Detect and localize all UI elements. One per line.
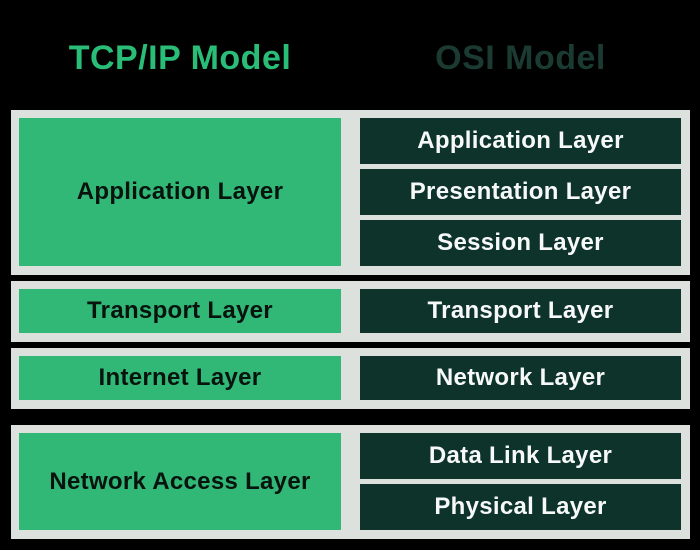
mapping-row-transport: Transport Layer Transport Layer (11, 281, 690, 342)
osi-layer-presentation: Presentation Layer (360, 169, 681, 215)
mapping-row-internet: Internet Layer Network Layer (11, 348, 690, 409)
osi-stack-network-access: Data Link Layer Physical Layer (360, 433, 681, 530)
osi-layer-network: Network Layer (360, 356, 681, 400)
osi-layer-application-label: Application Layer (417, 127, 624, 154)
osi-stack-transport: Transport Layer (360, 289, 681, 333)
osi-layer-physical-label: Physical Layer (434, 493, 607, 520)
osi-layer-transport-label: Transport Layer (427, 297, 614, 324)
tcpip-layer-network-access: Network Access Layer (19, 433, 341, 530)
tcpip-layer-application-label: Application Layer (76, 178, 284, 205)
osi-layer-physical: Physical Layer (360, 484, 681, 530)
osi-layer-session-label: Session Layer (437, 229, 604, 256)
mapping-row-application: Application Layer Application Layer Pres… (11, 110, 690, 275)
osi-layer-data-link: Data Link Layer (360, 433, 681, 479)
osi-stack-internet: Network Layer (360, 356, 681, 400)
tcpip-layer-transport: Transport Layer (19, 289, 341, 333)
osi-layer-session: Session Layer (360, 220, 681, 266)
tcpip-layer-network-access-label: Network Access Layer (49, 467, 311, 495)
tcpip-model-title: TCP/IP Model (68, 39, 292, 77)
mapping-row-network-access: Network Access Layer Data Link Layer Phy… (11, 425, 690, 539)
osi-layer-presentation-label: Presentation Layer (409, 178, 632, 205)
osi-layer-data-link-label: Data Link Layer (428, 442, 613, 469)
osi-layer-network-label: Network Layer (435, 364, 606, 391)
tcpip-layer-internet-label: Internet Layer (98, 364, 262, 391)
tcpip-layer-transport-label: Transport Layer (87, 297, 273, 324)
osi-model-title: OSI Model (435, 39, 606, 77)
tcpip-layer-internet: Internet Layer (19, 356, 341, 400)
osi-layer-transport: Transport Layer (360, 289, 681, 333)
tcpip-layer-application: Application Layer (19, 118, 341, 266)
osi-stack-application: Application Layer Presentation Layer Ses… (360, 118, 681, 266)
osi-layer-application: Application Layer (360, 118, 681, 164)
